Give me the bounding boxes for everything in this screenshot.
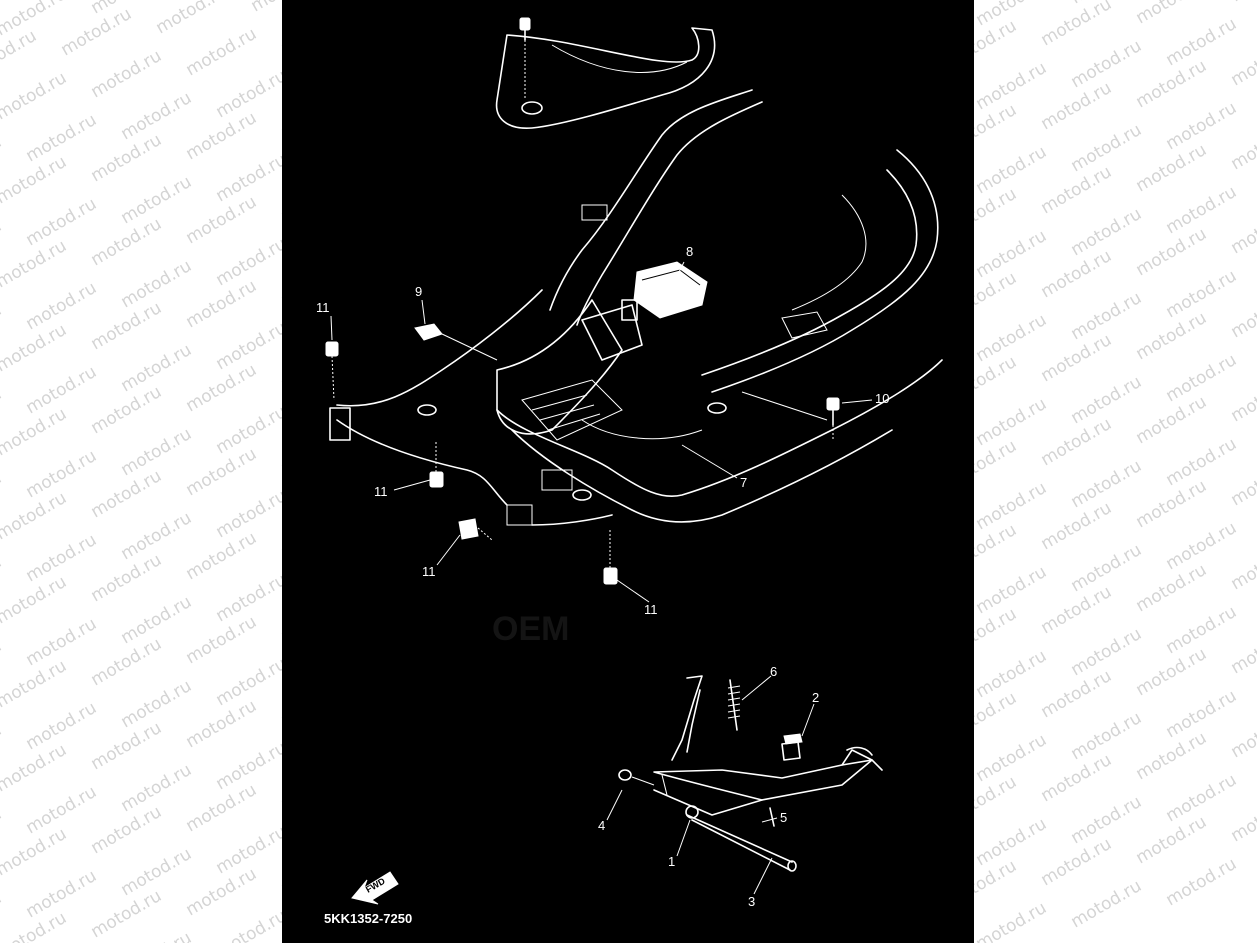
watermark-text: motod.ru [1133,0,1211,28]
callout-9: 9 [415,284,422,299]
part-8-block [633,261,708,319]
watermark-text: motod.ru [183,24,261,80]
watermark-text: motod.ru [0,720,5,776]
callout-4: 4 [598,818,605,833]
watermark-text: motod.ru [153,0,231,38]
watermark-text: motod.ru [0,888,5,943]
callout-11-a: 11 [316,300,330,315]
callout-11-c: 11 [422,564,436,579]
callout-11-b: 11 [374,484,388,499]
part-11-nut-b [429,440,444,488]
watermark-text: motod.ru [0,636,5,692]
watermark-text: motod.ru [973,898,1051,943]
watermark-text: motod.ru [0,300,5,356]
watermark-text: motod.ru [0,384,5,440]
watermark-text: motod.ru [0,68,70,124]
part-9-clip [414,323,498,361]
watermark-text: motod.ru [1228,706,1257,762]
faint-watermark: OEM [492,610,569,648]
watermark-text: motod.ru [1068,876,1146,932]
callout-7: 7 [740,475,747,490]
part-11-nut-a [325,341,351,441]
callout-6: 6 [770,664,777,679]
watermark-text: motod.ru [1228,370,1257,426]
callout-5: 5 [780,810,787,825]
side-stand-assembly [618,675,883,872]
fwd-direction-arrow: FWD [351,871,399,905]
watermark-text: motod.ru [1228,790,1257,846]
watermark-text: motod.ru [0,468,5,524]
watermark-text: motod.ru [1228,0,1257,6]
watermark-text: motod.ru [0,552,5,608]
exploded-parts-diagram: OEM [282,0,974,943]
callout-3: 3 [748,894,755,909]
watermark-text: motod.ru [1228,622,1257,678]
callout-10: 10 [875,391,889,406]
watermark-text: motod.ru [0,804,5,860]
watermark-text: motod.ru [118,928,196,943]
watermark-text: motod.ru [1228,34,1257,90]
watermark-text: motod.ru [213,906,291,943]
part-11-nut-d [603,530,618,585]
callout-8: 8 [686,244,693,259]
part-10-screw [741,391,840,440]
watermark-text: motod.ru [1163,854,1241,910]
watermark-text: motod.ru [1228,286,1257,342]
seat-cover-part [495,27,716,129]
watermark-text: motod.ru [0,216,5,272]
watermark-text: motod.ru [0,132,5,188]
watermark-text: motod.ru [1228,118,1257,174]
top-screw [519,17,531,100]
watermark-text: motod.ru [1228,538,1257,594]
callout-11-d: 11 [644,602,658,617]
watermark-text: motod.ru [0,0,70,40]
callout-2: 2 [812,690,819,705]
part-11-nut-c [458,518,493,541]
callout-1: 1 [668,854,675,869]
watermark-text: motod.ru [88,46,166,102]
part-code-label: 5KK1352-7250 [324,911,412,926]
main-body-frame [336,89,943,526]
watermark-text: motod.ru [1228,454,1257,510]
watermark-text: motod.ru [1228,202,1257,258]
